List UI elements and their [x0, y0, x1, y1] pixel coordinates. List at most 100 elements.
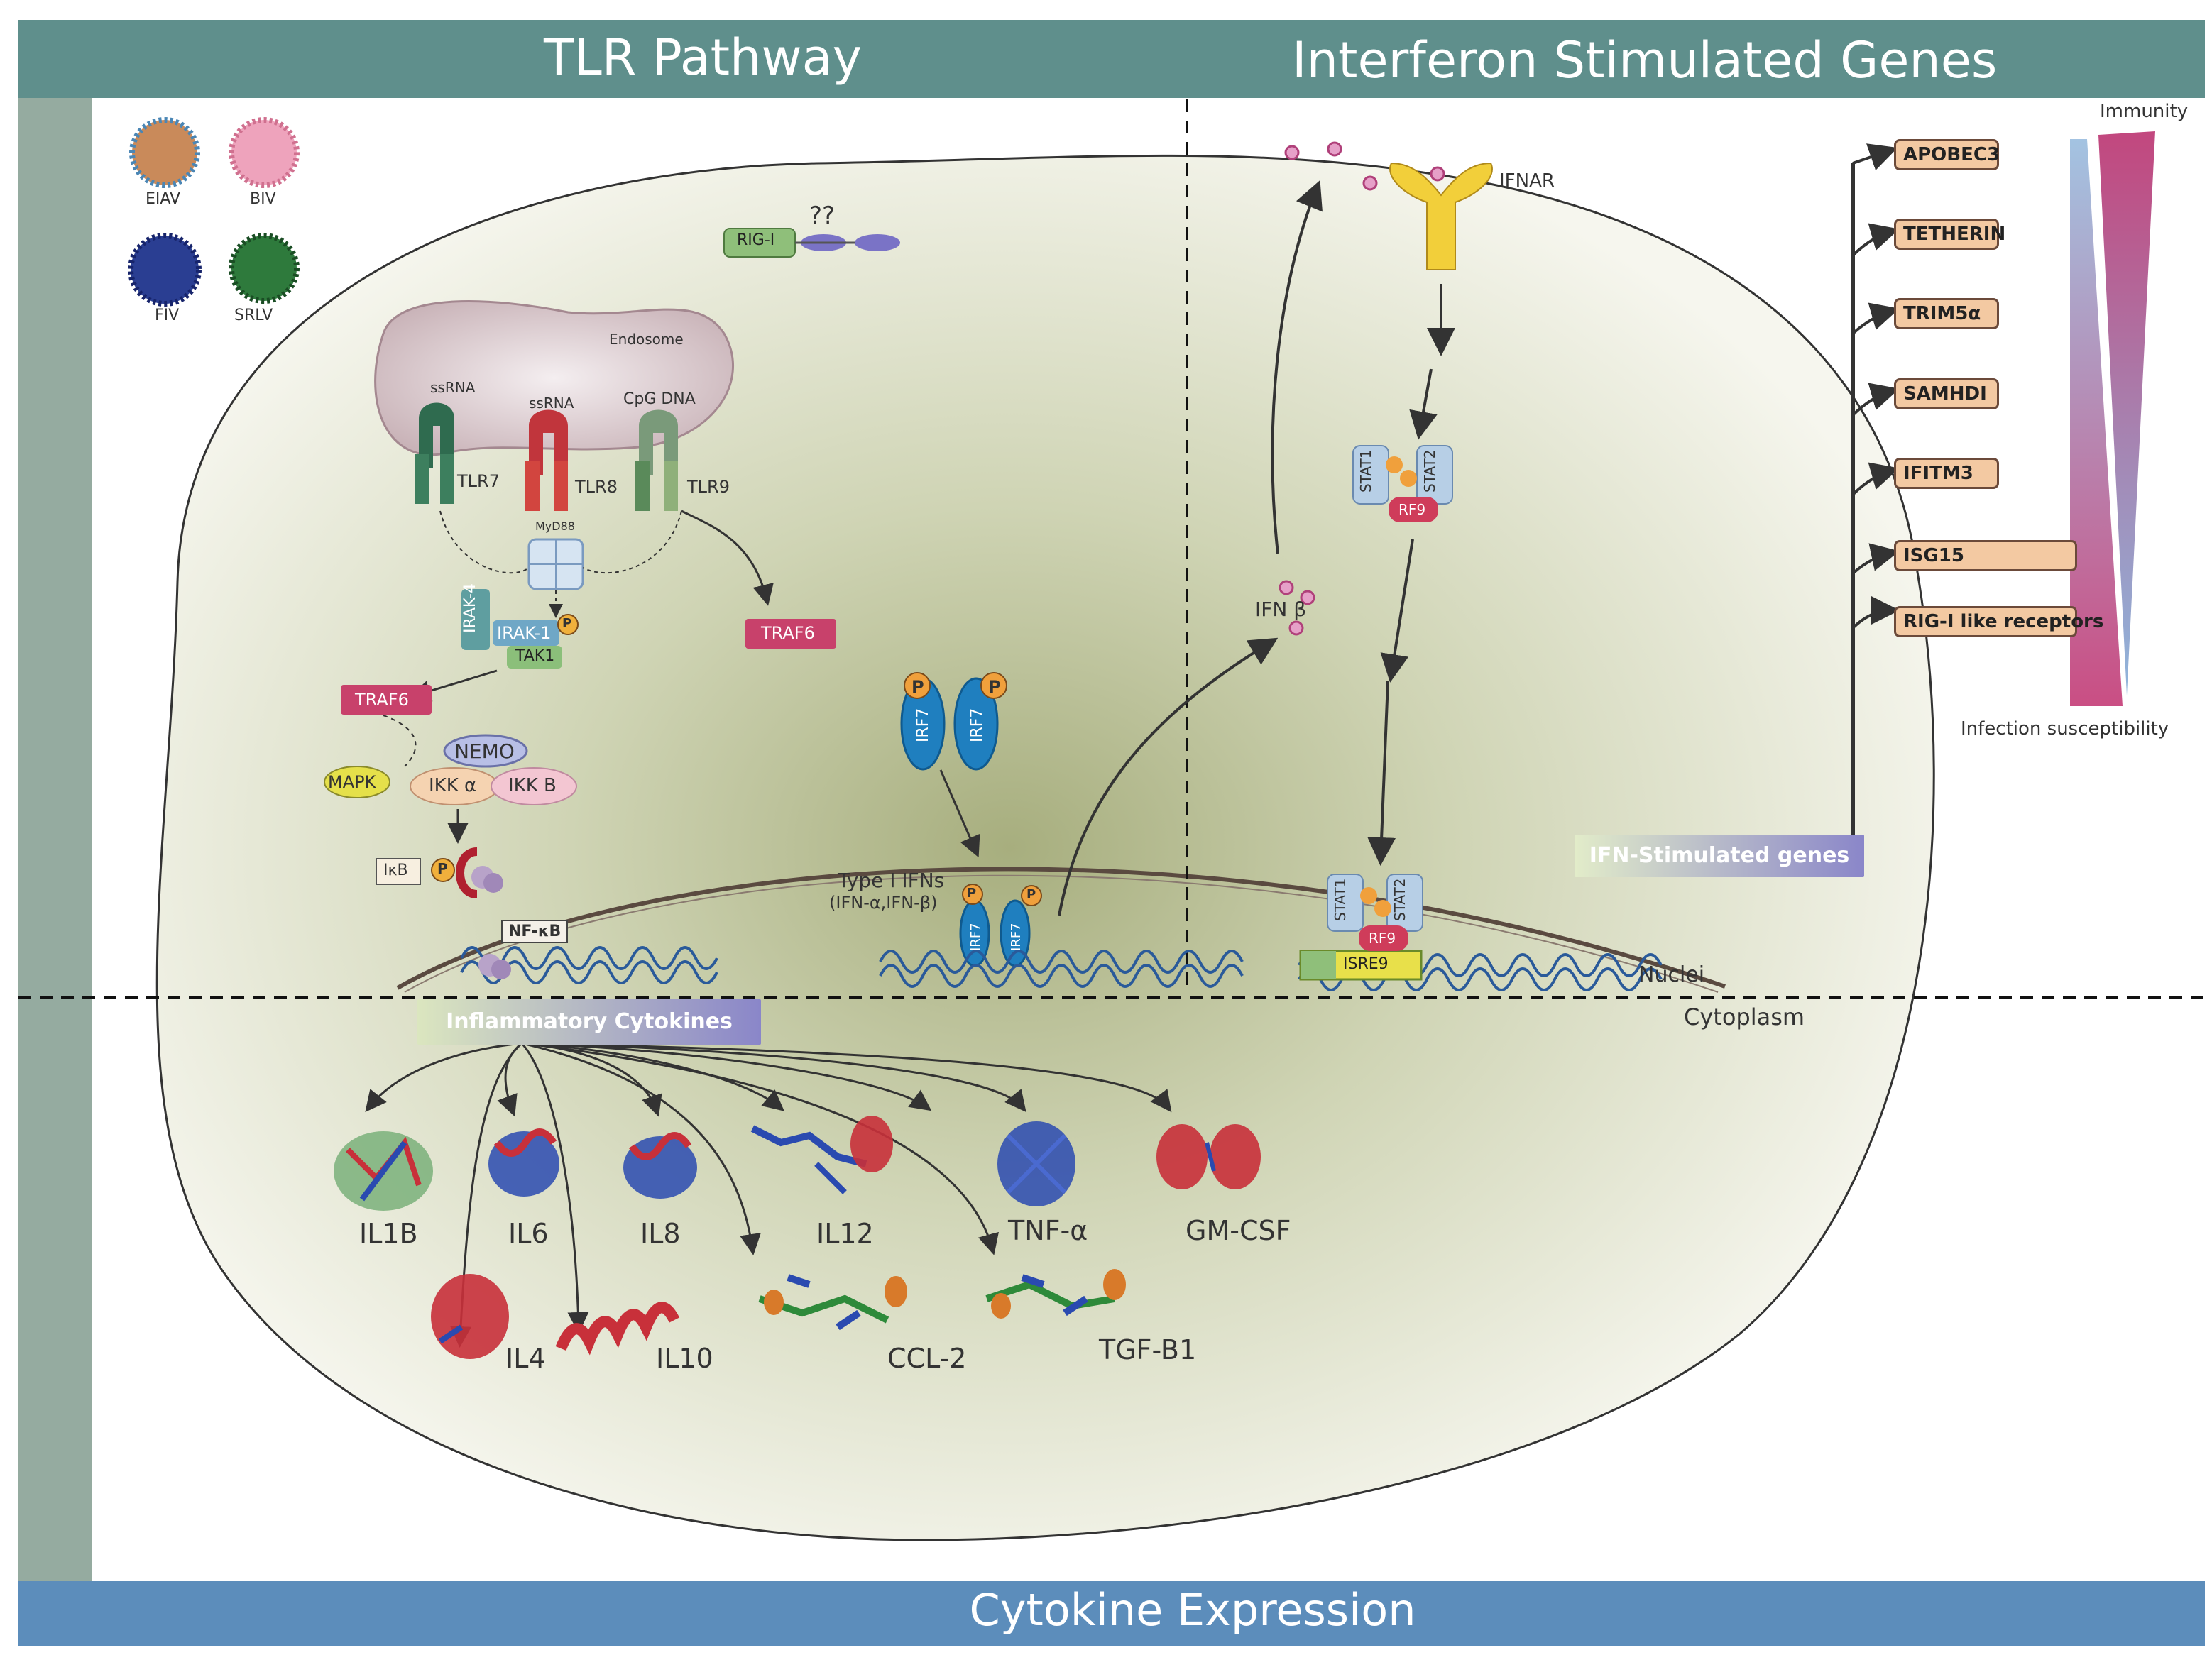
gene-apobec3: APOBEC3	[1894, 139, 2000, 170]
irak1-phospho: P	[562, 616, 572, 631]
traf6-left-label: TRAF6	[355, 690, 409, 710]
ifnar-label: IFNAR	[1499, 170, 1555, 192]
protein-il12	[750, 1116, 893, 1194]
ligand-ssrna-1: ssRNA	[430, 379, 476, 396]
gene-rig-i-like-receptors: RIG-I like receptors	[1894, 606, 2103, 637]
irf7-b-label: IRF7	[968, 708, 986, 742]
stat1-cyto	[1352, 445, 1389, 505]
ikb-phospho: P	[437, 860, 448, 877]
cytokine-ccl2: CCL-2	[887, 1343, 967, 1374]
tlr9-receptor	[635, 409, 678, 511]
cytokine-il4: IL4	[505, 1343, 546, 1374]
tlr7-receptor	[415, 402, 454, 504]
gene-trim5a: TRIM5α	[1894, 298, 1999, 329]
stat1-nuc	[1327, 874, 1364, 932]
cytokine-il6: IL6	[508, 1218, 549, 1249]
virus-fiv	[128, 233, 202, 307]
myd88-label: MyD88	[535, 519, 575, 533]
immunity-gradient	[2098, 131, 2155, 695]
irf7-a-label: IRF7	[914, 708, 932, 742]
cytokine-tnf: TNF-α	[1008, 1215, 1088, 1246]
nemo	[443, 734, 528, 768]
isg-title: Interferon Stimulated Genes	[1292, 31, 1998, 89]
mapk-label: MAPK	[328, 772, 376, 792]
tak1-label: TAK1	[515, 647, 555, 665]
virus-biv	[229, 117, 300, 188]
rigi-question: ??	[809, 202, 836, 230]
protein-il1b	[334, 1131, 433, 1211]
protein-il8	[623, 1132, 697, 1199]
ifn-particles	[1279, 141, 1445, 636]
immunity-label: Immunity	[2100, 101, 2189, 122]
tlr8-receptor	[525, 409, 568, 511]
type1-ifns-label: Type I IFNs	[838, 869, 945, 892]
ifnb-label: IFN β	[1255, 598, 1307, 621]
cytokine-il12: IL12	[816, 1218, 874, 1249]
ikk-beta	[491, 767, 577, 805]
irf7-nuc-a-label: IRF7	[968, 923, 983, 951]
cytokine-arrows	[365, 1042, 1172, 1348]
cytokine-il1b: IL1B	[359, 1218, 418, 1249]
irf7-b-phospho: P	[988, 677, 1001, 697]
protein-tnf	[997, 1121, 1075, 1206]
header-band	[18, 20, 2205, 98]
rf9-nuc-label: RF9	[1369, 930, 1396, 947]
irf7-b	[953, 677, 999, 771]
protein-il10	[555, 1302, 680, 1356]
virus-label-fiv: FIV	[155, 307, 180, 324]
irf7-nuc-b-label: IRF7	[1009, 923, 1024, 951]
tak1	[507, 646, 562, 669]
tlr-pathway-title: TLR Pathway	[544, 28, 862, 87]
irak1	[493, 620, 559, 646]
traf6-right	[745, 619, 836, 649]
ikb	[376, 858, 421, 885]
stat1-nuc-label: STAT1	[1332, 878, 1349, 921]
cytokine-expression-title: Cytokine Expression	[969, 1584, 1416, 1636]
rigi-label: RIG-I	[737, 231, 775, 249]
virus-label-srlv: SRLV	[234, 307, 273, 324]
tlr7-label: TLR7	[457, 471, 500, 491]
cytoplasm-label: Cytoplasm	[1684, 1004, 1805, 1030]
irak4	[461, 589, 490, 650]
cytokine-il8: IL8	[640, 1218, 681, 1249]
cytokine-tgfb1: TGF-B1	[1099, 1334, 1197, 1365]
stat2-cyto-label: STAT2	[1421, 449, 1438, 493]
irak4-label: IRAK-4	[461, 583, 479, 633]
endosome-label: Endosome	[609, 331, 684, 348]
traf6-left	[341, 685, 432, 715]
nuclei-label: Nuclei	[1638, 962, 1705, 987]
dna-irf7	[879, 950, 1244, 974]
irf7-a-phospho: P	[911, 677, 924, 697]
cytokine-gmcsf: GM-CSF	[1186, 1215, 1291, 1246]
cytokine-il10: IL10	[656, 1343, 713, 1374]
virus-label-eiav: EIAV	[146, 190, 181, 208]
virus-eiav	[129, 117, 200, 188]
ligand-ssrna-2: ssRNA	[529, 395, 574, 412]
stat2-nuc-label: STAT2	[1391, 878, 1408, 921]
protein-ccl2	[758, 1274, 907, 1331]
protein-il4	[431, 1274, 509, 1359]
infection-susceptibility-label: Infection susceptibility	[1961, 718, 2169, 739]
ikb-label: IκB	[383, 862, 408, 879]
ifn-stimulated-genes-bar: IFN-Stimulated genes	[1575, 835, 1864, 877]
gene-isg15: ISG15	[1894, 540, 2077, 571]
dna-nfkb	[460, 946, 718, 970]
traf6-right-label: TRAF6	[761, 623, 815, 643]
virus-label-biv: BIV	[250, 190, 276, 208]
ikk-beta-label: IKK B	[508, 775, 557, 796]
virus-srlv	[229, 233, 300, 304]
gene-samhdi: SAMHDI	[1894, 378, 1999, 409]
rf9-cyto-label: RF9	[1398, 501, 1426, 518]
left-band	[18, 98, 92, 1581]
mapk	[324, 766, 390, 798]
gene-ifitm3: IFITM3	[1894, 458, 1999, 489]
inflammatory-cytokines-bar: Inflammatory Cytokines	[417, 999, 761, 1045]
nemo-label: NEMO	[454, 739, 515, 763]
protein-tgfb1	[985, 1269, 1126, 1319]
ifnar-receptor	[1389, 162, 1493, 270]
rf9-cyto	[1389, 497, 1438, 522]
stat1-cyto-label: STAT1	[1357, 449, 1374, 493]
susceptibility-gradient	[2070, 139, 2123, 706]
isre9-label: ISRE9	[1343, 955, 1389, 973]
